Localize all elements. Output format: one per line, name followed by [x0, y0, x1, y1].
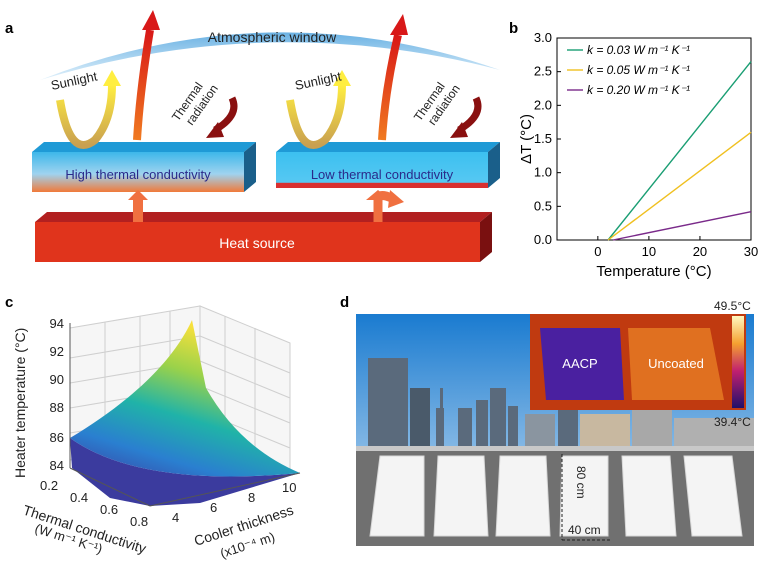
- x-tick-label-1: 10: [642, 244, 656, 259]
- y-tick-label-1: 0.5: [534, 198, 552, 213]
- ir-color-scale: [732, 316, 744, 408]
- x-tick-label-2: 20: [693, 244, 707, 259]
- series-line-2: [613, 211, 752, 241]
- city-buildings: [368, 358, 754, 448]
- z-ticks: 94 92 90 88 86 84: [50, 316, 64, 473]
- y-tick-label-2: 1.0: [534, 165, 552, 180]
- x-axis-label: Temperature (°C): [596, 263, 711, 280]
- dimension-lines: [561, 454, 610, 541]
- x-tick-1: 0.4: [70, 490, 88, 505]
- panel-c-surface-chart: 94 92 90 88 86 84 0.2 0.4 0.6 0.8 4 6 8 …: [12, 305, 301, 561]
- y-tick-2: 8: [248, 490, 255, 505]
- z-tick-92: 92: [50, 344, 64, 359]
- right-slab-side: [488, 142, 500, 188]
- sunlight-arrow-right: [286, 84, 346, 149]
- series-line-0: [607, 61, 752, 241]
- y-tick-label-4: 2.0: [534, 97, 552, 112]
- height-dimension: 80 cm: [574, 466, 588, 499]
- heat-source-side: [480, 212, 492, 262]
- ir-scale-min: 39.4°C: [714, 415, 751, 429]
- sunlight-label-right: Sunlight: [294, 68, 343, 93]
- panel-a-diagram: Atmospheric window Heat source High ther…: [32, 10, 500, 262]
- surface-top: [70, 320, 300, 477]
- panel-d-photo: 80 cm 40 cm AACP Uncoated 49.5°C 39.4°C: [356, 299, 754, 546]
- ir-label-aacp: AACP: [562, 356, 597, 371]
- right-slab-label: Low thermal conductivity: [311, 167, 454, 182]
- y-tick-1: 6: [210, 500, 217, 515]
- sky-label: Atmospheric window: [208, 29, 337, 45]
- x-tick-3: 0.8: [130, 514, 148, 529]
- y-tick-label-0: 0.0: [534, 232, 552, 247]
- x-tick-label-0: 0: [594, 244, 601, 259]
- z-tick-90: 90: [50, 372, 64, 387]
- ir-scale-max: 49.5°C: [714, 299, 751, 313]
- x-ticks: 0.2 0.4 0.6 0.8: [40, 478, 148, 529]
- cooler-panels: [369, 455, 743, 537]
- surface: [70, 438, 300, 506]
- ir-aacp-sample: [540, 328, 624, 400]
- panel-b-label: b: [509, 20, 519, 37]
- panel-a: a: [0, 0, 510, 285]
- width-dimension: 40 cm: [568, 523, 601, 537]
- sunlight-arrow-left: [56, 84, 116, 149]
- y-axis-label: ΔT (°C): [518, 114, 535, 164]
- y-tick-3: 10: [282, 480, 296, 495]
- left-slab: [32, 152, 244, 192]
- panel-d-label: d: [340, 294, 350, 311]
- x-tick-2: 0.6: [100, 502, 118, 517]
- panel-c-label: c: [5, 294, 14, 311]
- y-tick-label-6: 3.0: [534, 30, 552, 45]
- y-tick-label-3: 1.5: [534, 131, 552, 146]
- radiation-up-left: [133, 29, 154, 141]
- panel-b-chart: 0.0 0.5 1.0 1.5 2.0 2.5 3.0 0 10 20 30Temperature …: [518, 30, 758, 280]
- z-tick-94: 94: [50, 316, 64, 331]
- z-axis-label: Heater temperature (°C): [12, 328, 28, 478]
- sunlight-label-left: Sunlight: [50, 68, 99, 93]
- left-slab-side: [244, 142, 256, 192]
- panel-a-label: a: [5, 20, 14, 37]
- heat-source-block: [35, 222, 480, 262]
- ir-uncoated-sample: [628, 328, 724, 400]
- series-line-1: [607, 131, 752, 241]
- z-tick-86: 86: [50, 430, 64, 445]
- heat-source-top: [35, 212, 492, 222]
- panel-d: d: [340, 288, 766, 563]
- heat-source-label: Heat source: [219, 235, 295, 251]
- panel-c: c: [0, 288, 345, 563]
- x-tick-label-3: 30: [744, 244, 758, 259]
- heat-arrow-left: [133, 200, 143, 222]
- legend-label-0: k = 0.03 W m⁻¹ K⁻¹: [587, 43, 690, 57]
- radiation-up-right: [378, 34, 402, 141]
- atmospheric-window-arc: [40, 32, 500, 80]
- y-tick-label-5: 2.5: [534, 64, 552, 79]
- y-tick-0: 4: [172, 510, 179, 525]
- z-tick-88: 88: [50, 400, 64, 415]
- x-tick-0: 0.2: [40, 478, 58, 493]
- legend-label-2: k = 0.20 W m⁻¹ K⁻¹: [587, 83, 690, 97]
- z-tick-84: 84: [50, 458, 64, 473]
- left-slab-label: High thermal conductivity: [65, 167, 211, 182]
- ir-label-uncoated: Uncoated: [648, 356, 704, 371]
- left-slab-top: [32, 142, 256, 152]
- y-ticks: 4 6 8 10: [172, 480, 296, 525]
- right-slab-top: [276, 142, 500, 152]
- legend-label-1: k = 0.05 W m⁻¹ K⁻¹: [587, 63, 690, 77]
- right-slab: [276, 152, 488, 188]
